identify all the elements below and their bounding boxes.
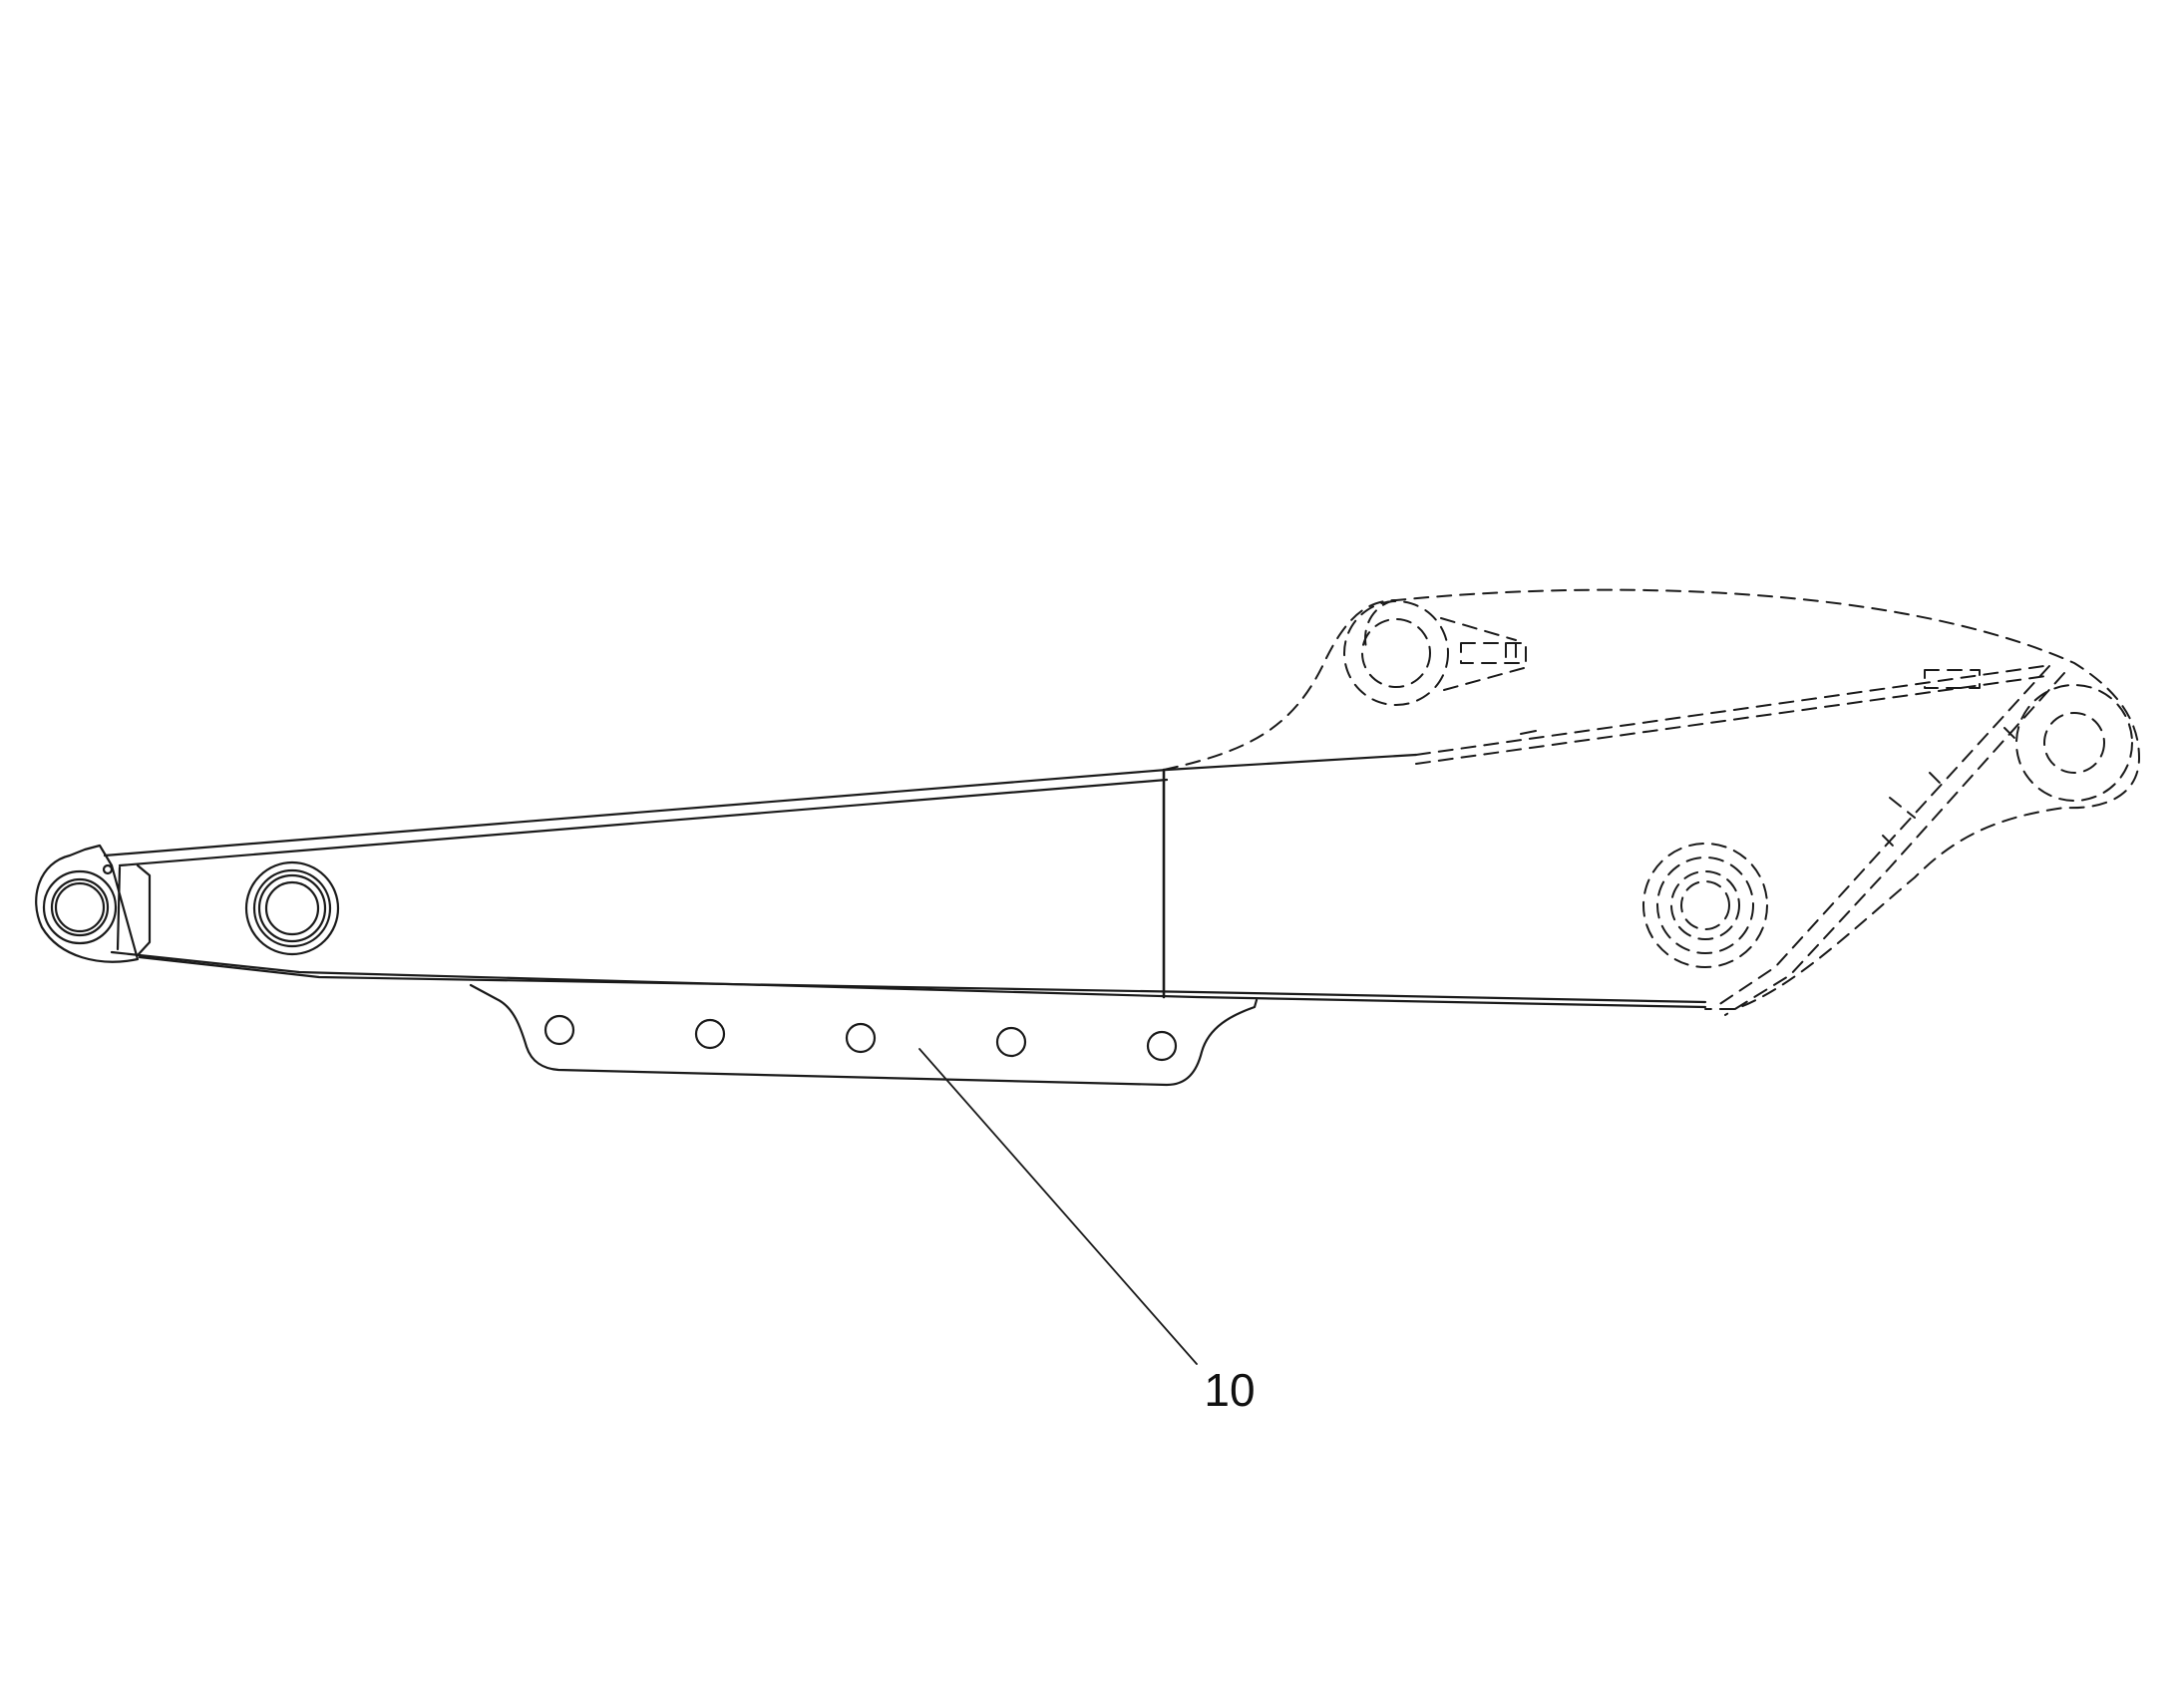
callout-label-10: 10 (1204, 1364, 1256, 1416)
arm-body (103, 753, 1707, 1009)
middle-bushing (244, 860, 340, 956)
bottom-plate (469, 983, 1259, 1087)
hidden-rear-section (1163, 588, 2140, 1016)
small-mark (1520, 730, 1537, 735)
nose-pivot (35, 844, 140, 963)
leader-line-10 (918, 1048, 1198, 1365)
